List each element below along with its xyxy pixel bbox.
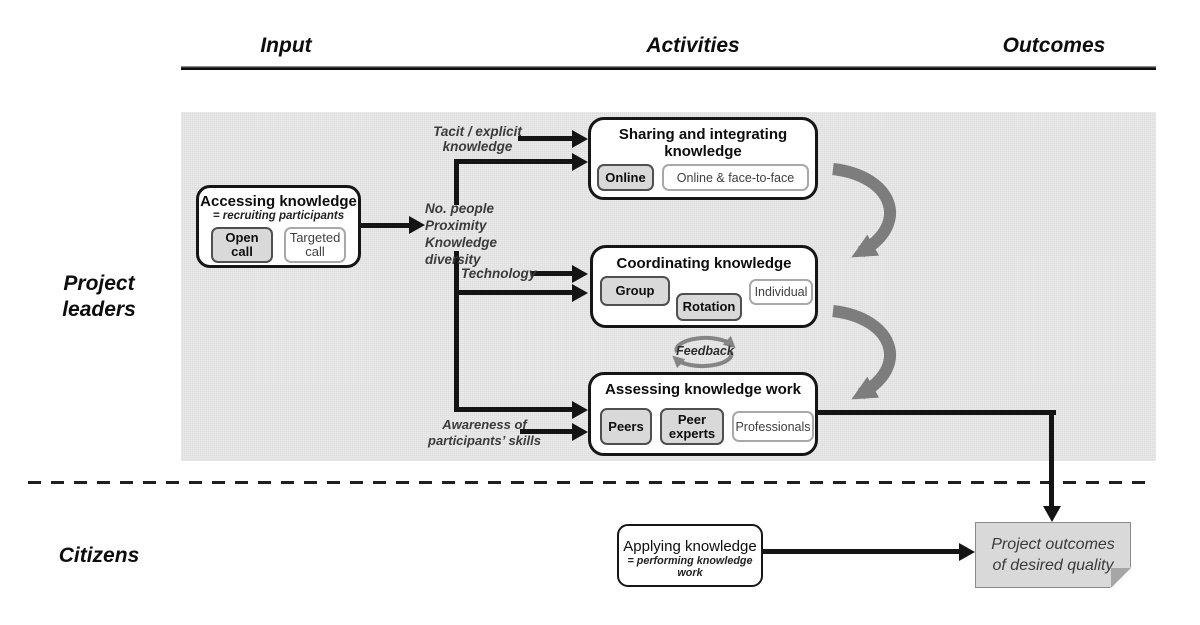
- arrow-applying-to-outcome-line: [763, 549, 959, 554]
- option-line: Peer: [677, 411, 707, 427]
- option-line: call: [231, 244, 253, 259]
- arrow-tacit-to-sharing-head: [572, 130, 588, 148]
- arrow-trunk-to-coordinating-head: [572, 284, 588, 302]
- box-title-line: Sharing and integrating: [618, 126, 788, 143]
- option-row: Online Online & face-to-face: [591, 164, 815, 191]
- column-header-outcomes: Outcomes: [1002, 34, 1106, 57]
- trunk-line-upper: [454, 159, 459, 205]
- lane-label-project-leaders: Project leaders: [36, 271, 162, 323]
- box-title: Assessing knowledge work: [605, 381, 801, 398]
- option-line: experts: [668, 425, 716, 441]
- option-online: Online: [597, 164, 654, 191]
- factor-line: Knowledge diversity: [425, 235, 498, 267]
- arrow-awareness-to-assessing-line: [520, 429, 573, 434]
- option-rotation: Rotation: [676, 293, 742, 321]
- option-row: Open call Targeted call: [199, 227, 358, 263]
- project-outcomes-note: Project outcomes of desired quality: [975, 522, 1131, 588]
- lane-label-line: leaders: [62, 298, 136, 321]
- arrow-trunk-to-sharing-head: [572, 153, 588, 171]
- factor-line: Awareness of: [442, 417, 527, 432]
- option-group: Group: [600, 276, 670, 306]
- factor-line: participants’ skills: [428, 433, 541, 448]
- arrow-assessing-to-outcome-vline: [1049, 410, 1054, 507]
- box-title: Sharing and integrating knowledge: [591, 126, 815, 160]
- column-header-activities: Activities: [646, 34, 740, 57]
- option-line: Open: [225, 230, 259, 245]
- option-professionals: Professionals: [732, 411, 814, 442]
- option-targeted-call: Targeted call: [284, 227, 346, 263]
- arrow-accessing-to-factors-line: [361, 223, 409, 228]
- box-title: Applying knowledge: [623, 538, 757, 555]
- option-line: Targeted: [289, 230, 341, 245]
- arrow-technology-to-coordinating-head: [572, 265, 588, 283]
- option-line: call: [305, 244, 325, 259]
- arrow-trunk-to-sharing-line: [454, 159, 573, 164]
- option-peer-experts: Peer experts: [660, 408, 724, 445]
- role-divider-dashed-line: [28, 481, 1154, 484]
- arrow-trunk-to-coordinating-line: [454, 290, 573, 295]
- feedback-label: Feedback: [676, 344, 734, 358]
- factor-line: Tacit / explicit: [433, 124, 522, 139]
- box-title: Accessing knowledge: [200, 193, 357, 210]
- note-line: Project outcomes: [991, 536, 1115, 553]
- factor-label-awareness: Awareness of participants’ skills: [421, 417, 548, 449]
- box-title-line: knowledge: [664, 143, 742, 160]
- sharing-knowledge-box: Sharing and integrating knowledge Online…: [588, 117, 818, 200]
- note-folded-corner-icon: [1111, 568, 1131, 588]
- applying-knowledge-box: Applying knowledge = performing knowledg…: [617, 524, 763, 587]
- factor-label-people-proximity-diversity: No. people Proximity Knowledge diversity: [425, 200, 555, 268]
- assessing-knowledge-box: Assessing knowledge work Peers Peer expe…: [588, 372, 818, 456]
- box-subtitle: = performing knowledge work: [627, 555, 753, 579]
- option-peers: Peers: [600, 408, 652, 445]
- box-subtitle: = recruiting participants: [212, 210, 345, 222]
- factor-line: No. people: [425, 201, 495, 216]
- arrow-trunk-to-assessing-line: [454, 407, 573, 412]
- arrow-assessing-to-outcome-hline: [818, 410, 1056, 415]
- accessing-knowledge-box: Accessing knowledge = recruiting partici…: [196, 185, 361, 268]
- arrow-assessing-to-outcome-head: [1043, 506, 1061, 522]
- arrow-trunk-to-assessing-head: [572, 401, 588, 419]
- lane-label-line: Project: [63, 272, 135, 295]
- trunk-line-lower: [454, 251, 459, 412]
- arrow-applying-to-outcome-head: [959, 543, 975, 561]
- arrow-technology-to-coordinating-line: [531, 271, 573, 276]
- option-individual: Individual: [749, 279, 813, 305]
- column-header-input: Input: [260, 34, 312, 57]
- arrow-awareness-to-assessing-head: [572, 423, 588, 441]
- factor-line: Proximity: [425, 218, 487, 233]
- factor-label-tacit-explicit: Tacit / explicit knowledge: [430, 124, 525, 154]
- option-online-face-to-face: Online & face-to-face: [662, 164, 809, 191]
- header-rule: [181, 66, 1156, 70]
- box-title: Coordinating knowledge: [616, 255, 792, 272]
- factor-line: knowledge: [442, 139, 513, 154]
- arrow-accessing-to-factors-head: [409, 216, 425, 234]
- option-open-call: Open call: [211, 227, 273, 263]
- factor-label-technology: Technology: [461, 266, 537, 281]
- lane-label-citizens: Citizens: [58, 544, 140, 567]
- note-line: of desired quality: [992, 557, 1114, 574]
- coordinating-knowledge-box: Coordinating knowledge Group Rotation In…: [590, 245, 818, 328]
- arrow-tacit-to-sharing-line: [518, 136, 573, 141]
